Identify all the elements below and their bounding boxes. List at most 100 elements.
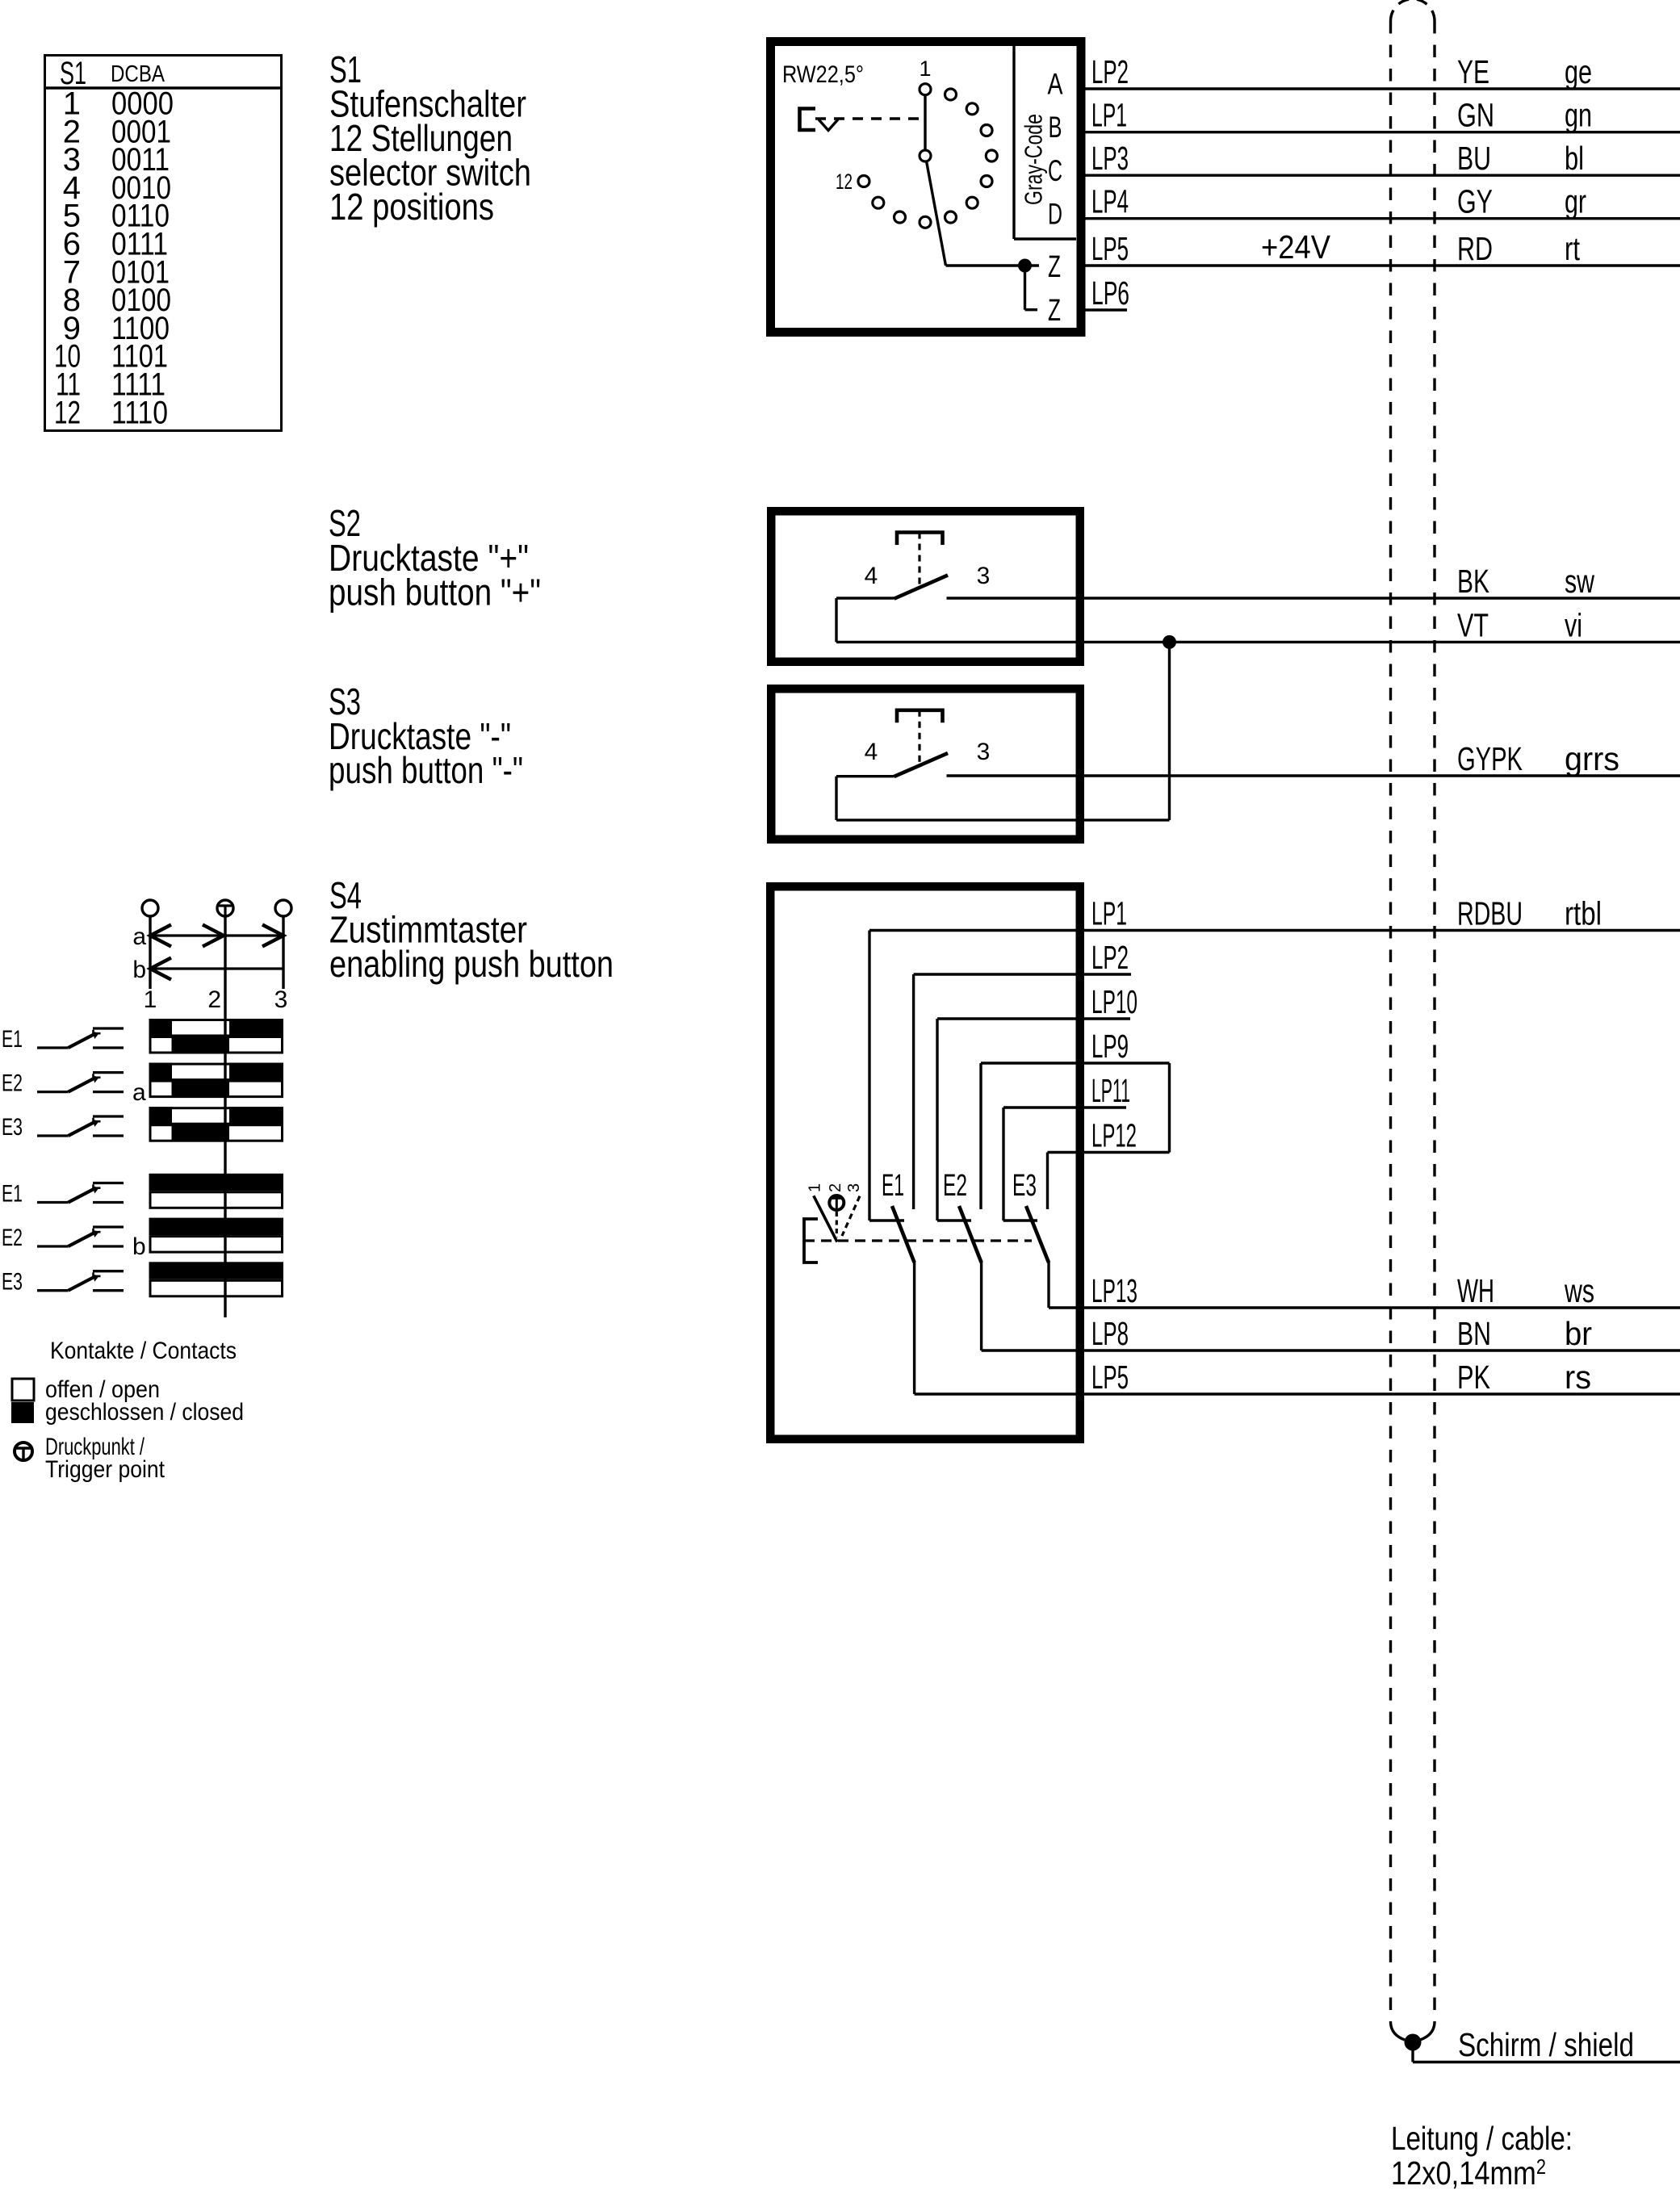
svg-text:E3: E3 <box>2 1114 23 1141</box>
svg-text:D: D <box>1048 198 1062 231</box>
svg-text:LP3: LP3 <box>1091 140 1129 177</box>
svg-text:grrs: grrs <box>1565 740 1619 777</box>
svg-text:2: 2 <box>63 114 81 149</box>
svg-text:GYPK: GYPK <box>1457 740 1523 777</box>
svg-text:1: 1 <box>144 986 157 1013</box>
svg-text:rtbl: rtbl <box>1565 895 1602 932</box>
svg-text:RDBU: RDBU <box>1457 895 1523 932</box>
svg-text:LP8: LP8 <box>1091 1315 1129 1352</box>
svg-text:LP4: LP4 <box>1091 183 1129 220</box>
svg-text:BK: BK <box>1457 563 1489 600</box>
svg-text:push button "+": push button "+" <box>329 572 541 613</box>
svg-text:+24V: +24V <box>1261 228 1331 266</box>
svg-text:rt: rt <box>1565 230 1580 267</box>
svg-text:push button "-": push button "-" <box>329 749 523 791</box>
svg-text:1101: 1101 <box>111 339 168 375</box>
svg-text:YE: YE <box>1457 53 1489 90</box>
svg-text:PK: PK <box>1457 1359 1490 1396</box>
svg-text:a: a <box>132 923 146 950</box>
svg-text:E2: E2 <box>943 1169 967 1203</box>
svg-text:bl: bl <box>1565 140 1584 177</box>
svg-text:E1: E1 <box>2 1026 23 1053</box>
svg-text:E2: E2 <box>2 1225 23 1251</box>
svg-text:LP5: LP5 <box>1091 230 1129 267</box>
svg-text:Drucktaste "+": Drucktaste "+" <box>329 537 529 579</box>
svg-text:rs: rs <box>1565 1359 1591 1396</box>
svg-text:0000: 0000 <box>111 86 174 122</box>
svg-text:12: 12 <box>54 395 81 430</box>
svg-text:5: 5 <box>63 199 81 234</box>
svg-text:0110: 0110 <box>111 199 170 234</box>
svg-text:1110: 1110 <box>111 395 168 430</box>
svg-text:WH: WH <box>1457 1272 1494 1309</box>
svg-text:B: B <box>1049 111 1062 144</box>
svg-text:Zustimmtaster: Zustimmtaster <box>329 909 527 951</box>
svg-text:S4: S4 <box>329 874 362 916</box>
svg-text:VT: VT <box>1457 606 1489 643</box>
svg-text:0001: 0001 <box>111 114 171 149</box>
svg-text:offen / open: offen / open <box>45 1376 160 1403</box>
svg-text:E3: E3 <box>2 1269 23 1296</box>
svg-text:S1: S1 <box>60 56 86 91</box>
svg-text:GN: GN <box>1457 97 1494 134</box>
svg-text:Z: Z <box>1048 250 1061 284</box>
svg-text:gn: gn <box>1565 97 1592 134</box>
svg-text:A: A <box>1048 68 1063 101</box>
svg-text:E3: E3 <box>1012 1169 1037 1203</box>
svg-text:LP9: LP9 <box>1091 1028 1129 1065</box>
svg-text:enabling push button: enabling push button <box>329 943 614 985</box>
svg-text:b: b <box>132 1233 146 1260</box>
svg-text:LP2: LP2 <box>1091 939 1129 976</box>
svg-text:4: 4 <box>865 563 878 589</box>
svg-text:LP5: LP5 <box>1091 1359 1129 1396</box>
svg-text:1100: 1100 <box>111 311 170 346</box>
svg-text:3: 3 <box>845 1183 863 1192</box>
svg-text:vi: vi <box>1565 606 1582 643</box>
svg-text:E2: E2 <box>2 1070 23 1097</box>
svg-text:LP2: LP2 <box>1091 53 1129 90</box>
svg-text:2: 2 <box>827 1183 844 1192</box>
svg-text:RD: RD <box>1457 230 1493 267</box>
svg-text:1: 1 <box>919 57 931 81</box>
svg-text:12 positions: 12 positions <box>329 186 494 228</box>
svg-text:2: 2 <box>207 986 221 1013</box>
svg-text:12 Stellungen: 12 Stellungen <box>329 117 513 159</box>
svg-text:LP1: LP1 <box>1091 97 1127 134</box>
svg-text:Z: Z <box>1048 294 1061 328</box>
svg-text:sw: sw <box>1565 563 1594 600</box>
svg-text:ws: ws <box>1564 1272 1594 1309</box>
svg-text:4: 4 <box>63 170 81 206</box>
svg-text:a: a <box>132 1079 146 1106</box>
svg-text:LP6: LP6 <box>1091 274 1129 312</box>
svg-text:Stufenschalter: Stufenschalter <box>329 83 526 125</box>
svg-text:0111: 0111 <box>111 227 168 262</box>
svg-text:C: C <box>1048 154 1062 187</box>
svg-text:LP1: LP1 <box>1091 895 1127 932</box>
svg-text:ge: ge <box>1565 53 1592 90</box>
svg-text:geschlossen / closed: geschlossen / closed <box>45 1399 244 1426</box>
svg-text:BU: BU <box>1457 140 1491 177</box>
svg-text:selector switch: selector switch <box>329 152 531 194</box>
svg-text:RW22,5°: RW22,5° <box>782 61 864 88</box>
svg-text:E1: E1 <box>2 1181 23 1208</box>
svg-text:Kontakte / Contacts: Kontakte / Contacts <box>50 1338 237 1364</box>
svg-text:S2: S2 <box>329 502 361 544</box>
svg-text:S1: S1 <box>329 48 362 90</box>
svg-text:0100: 0100 <box>111 283 171 318</box>
svg-text:1111: 1111 <box>111 367 165 403</box>
svg-text:Trigger point: Trigger point <box>45 1456 165 1483</box>
svg-text:LP10: LP10 <box>1091 983 1137 1020</box>
svg-text:11: 11 <box>56 367 81 403</box>
svg-text:12: 12 <box>836 170 853 194</box>
svg-text:0101: 0101 <box>111 254 170 290</box>
svg-text:3: 3 <box>274 986 288 1013</box>
svg-text:Schirm / shield: Schirm / shield <box>1458 2026 1634 2063</box>
svg-text:BN: BN <box>1457 1315 1491 1352</box>
svg-text:6: 6 <box>63 227 81 262</box>
svg-text:Gray-Code: Gray-Code <box>1020 114 1048 205</box>
svg-text:LP12: LP12 <box>1091 1117 1137 1154</box>
svg-text:12x0,14mm2: 12x0,14mm2 <box>1391 2154 1546 2190</box>
svg-text:gr: gr <box>1565 183 1586 220</box>
svg-text:DCBA: DCBA <box>111 61 165 87</box>
svg-text:3: 3 <box>977 563 991 589</box>
